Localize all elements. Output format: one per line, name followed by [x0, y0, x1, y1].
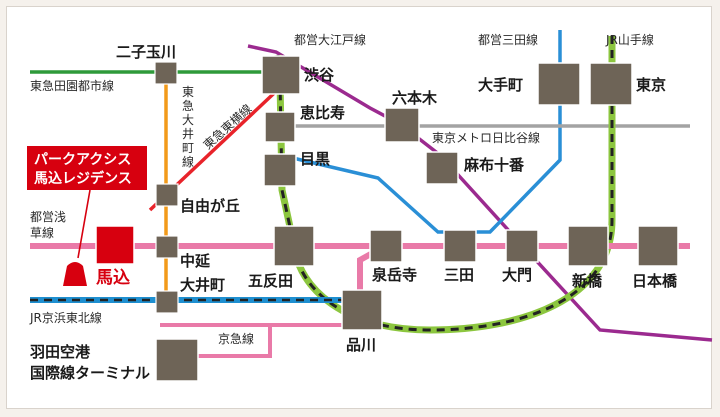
station-jiyugaoka[interactable]: 自由が丘 [180, 197, 240, 215]
callout-leader [77, 189, 91, 259]
label-tokyu-denentoshi: 東急田園都市線 [30, 78, 114, 93]
keikyu-line [160, 323, 272, 358]
label-tokyu-toyoko: 東急東横線 [200, 101, 255, 152]
station-gotanda[interactable]: 五反田 [248, 272, 293, 290]
station-box-azabujuban[interactable] [425, 151, 459, 185]
label-tokyu-oimachi: 東急大井町線 [182, 85, 194, 169]
station-box-futakotamagawa[interactable] [154, 61, 178, 85]
station-box-shinagawa[interactable] [341, 289, 383, 331]
station-box-jiyugaoka[interactable] [155, 183, 179, 207]
station-ebisu[interactable]: 恵比寿 [300, 104, 345, 122]
station-box-magome[interactable] [95, 225, 135, 265]
station-box-meguro[interactable] [263, 153, 297, 187]
station-shimbashi[interactable]: 新橋 [572, 272, 603, 290]
station-box-nakanobu[interactable] [155, 235, 179, 259]
jr-yamanote-line-dash [276, 36, 614, 332]
station-futakotamagawa[interactable]: 二子玉川 [116, 43, 176, 61]
label-toei-oedo: 都営大江戸線 [294, 32, 366, 47]
station-box-roppongi[interactable] [384, 107, 420, 143]
label-jr-yamanote: JR山手線 [605, 32, 654, 47]
station-nihombashi[interactable]: 日本橋 [632, 272, 678, 290]
label-jr-keihin-tohoku: JR京浜東北線 [29, 310, 102, 325]
callout-line1: パークアクシス [34, 152, 131, 168]
station-shinagawa[interactable]: 品川 [346, 336, 376, 354]
station-box-shibuya[interactable] [261, 55, 301, 95]
station-shibuya[interactable]: 渋谷 [304, 66, 335, 84]
station-roppongi[interactable]: 六本木 [392, 89, 438, 107]
label-toei-asakusa: 都営浅草線 [30, 210, 66, 240]
station-box-nihombashi[interactable] [637, 225, 679, 267]
station-box-ebisu[interactable] [264, 111, 296, 143]
station-nakanobu[interactable]: 中延 [180, 252, 211, 270]
location-pin-icon [63, 262, 87, 286]
station-daimon[interactable]: 大門 [502, 266, 532, 284]
station-box-haneda[interactable] [155, 338, 199, 382]
station-meguro[interactable]: 目黒 [300, 150, 330, 168]
station-haneda-2[interactable]: 国際線ターミナル [30, 364, 150, 382]
label-toei-mita: 都営三田線 [478, 32, 538, 47]
station-magome[interactable]: 馬込 [96, 268, 130, 288]
station-oimachi[interactable]: 大井町 [180, 276, 225, 294]
station-box-daimon[interactable] [505, 229, 539, 263]
station-box-gotanda[interactable] [273, 225, 315, 267]
callout-line2: 馬込レジデンス [34, 170, 132, 187]
station-haneda-1[interactable]: 羽田空港 [30, 343, 91, 361]
station-box-sengakuji[interactable] [369, 229, 403, 263]
station-box-otemachi[interactable] [537, 62, 581, 106]
station-box-shimbashi[interactable] [567, 225, 609, 267]
label-keikyu: 京急線 [218, 331, 254, 346]
station-box-mita[interactable] [443, 229, 477, 263]
station-box-oimachi[interactable] [155, 290, 179, 314]
callout-box [27, 146, 147, 190]
station-azabujuban[interactable]: 麻布十番 [463, 156, 525, 174]
station-mita[interactable]: 三田 [444, 266, 474, 284]
label-tokyo-metro-hibiya: 東京メトロ日比谷線 [432, 130, 540, 145]
station-box-tokyo[interactable] [589, 62, 633, 106]
station-tokyo[interactable]: 東京 [636, 76, 666, 94]
station-sengakuji[interactable]: 泉岳寺 [371, 266, 417, 284]
station-otemachi[interactable]: 大手町 [478, 76, 523, 94]
